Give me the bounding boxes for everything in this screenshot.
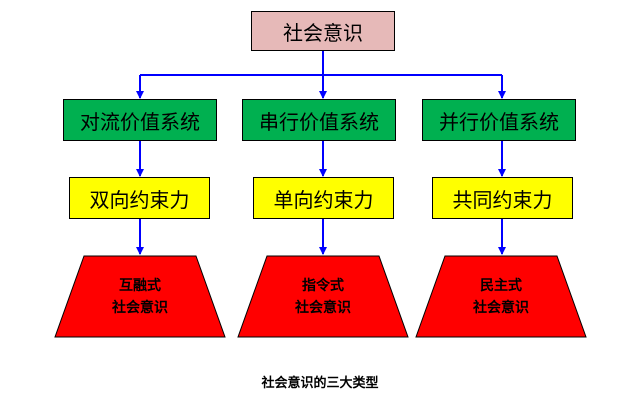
type-trapezoid-1: 互融式 社会意识	[54, 255, 226, 338]
system-label-1: 对流价值系统	[80, 109, 200, 134]
type-text-2: 指令式 社会意识	[237, 255, 409, 338]
type-text-1: 互融式 社会意识	[54, 255, 226, 338]
system-box-3: 并行价值系统	[422, 99, 576, 141]
system-label-2: 串行价值系统	[259, 109, 379, 134]
root-label: 社会意识	[283, 20, 363, 45]
force-label-2: 单向约束力	[273, 187, 374, 212]
type-line2-3: 社会意识	[473, 299, 529, 316]
force-box-1: 双向约束力	[69, 177, 210, 219]
root-box: 社会意识	[251, 11, 395, 51]
type-text-3: 民主式 社会意识	[415, 255, 587, 338]
trapezoid-shape-1	[54, 255, 226, 338]
force-label-3: 共同约束力	[452, 187, 553, 212]
type-line1-2: 指令式	[302, 277, 344, 294]
system-box-2: 串行价值系统	[242, 99, 396, 141]
type-line2-1: 社会意识	[112, 299, 168, 316]
force-box-3: 共同约束力	[432, 177, 573, 219]
force-label-1: 双向约束力	[89, 187, 190, 212]
force-box-2: 单向约束力	[253, 177, 394, 219]
system-box-1: 对流价值系统	[63, 99, 217, 141]
trapezoid-shape-3	[415, 255, 587, 338]
type-line2-2: 社会意识	[295, 299, 351, 316]
type-trapezoid-3: 民主式 社会意识	[415, 255, 587, 338]
type-line1-3: 民主式	[480, 277, 522, 294]
type-trapezoid-2: 指令式 社会意识	[237, 255, 409, 338]
trapezoid-shape-2	[237, 255, 409, 338]
system-label-3: 并行价值系统	[439, 109, 559, 134]
type-line1-1: 互融式	[119, 277, 161, 294]
diagram-caption: 社会意识的三大类型	[261, 376, 379, 391]
